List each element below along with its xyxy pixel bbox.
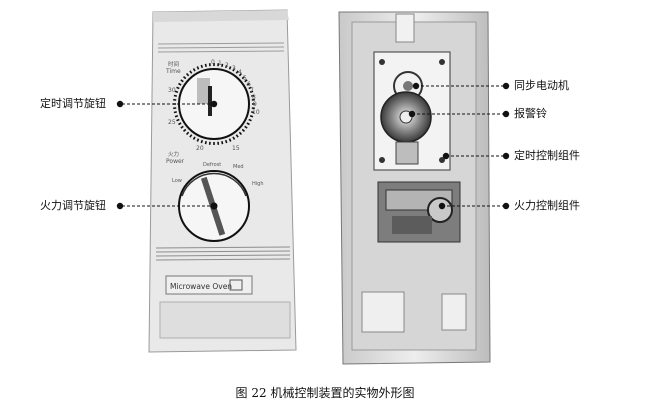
label-sync-motor: 同步电动机	[514, 79, 569, 92]
power-mark-high: High	[252, 181, 264, 187]
leader-dots	[116, 82, 510, 210]
dial-number-9: 9	[253, 101, 257, 108]
label-alarm-bell: 报警铃	[514, 107, 547, 120]
internal-mechanism	[338, 11, 491, 365]
label-timer-assembly: 定时控制组件	[514, 149, 580, 162]
dial-number-20: 20	[196, 145, 204, 152]
brand-plate	[165, 275, 253, 295]
power-mark-low: Low	[172, 178, 182, 184]
figure-caption: 图 22 机械控制装置的实物外形图	[235, 386, 415, 400]
label-power-knob: 火力调节旋钮	[40, 199, 106, 212]
dial-number-7: 7	[250, 87, 254, 94]
label-timer-knob: 定时调节旋钮	[40, 97, 106, 110]
dial-number-2: 2	[225, 62, 229, 69]
dial-number-0: 0	[211, 59, 215, 66]
time-label: Time	[165, 68, 181, 75]
timer-dial	[173, 63, 255, 145]
lower-panel	[159, 301, 291, 339]
dial-number-5: 5	[243, 75, 247, 82]
front-control-panel	[148, 9, 297, 353]
dial-number-6: 6	[247, 81, 251, 88]
dial-number-15: 15	[232, 145, 240, 152]
top-vent-lines	[157, 42, 285, 53]
power-mark-med: Med	[233, 164, 244, 170]
leader-lines	[122, 85, 504, 207]
time-label-cn: 时间	[168, 60, 179, 68]
bottom-vent-lines	[155, 246, 291, 261]
dial-number-8: 8	[252, 94, 256, 101]
dial-number-10: 10	[252, 109, 260, 116]
power-mark-defrost: Defrost	[203, 162, 221, 168]
power-label: Power	[166, 158, 185, 165]
dial-number-3: 3	[232, 65, 236, 72]
dial-number-30: 30	[168, 87, 176, 94]
brand-plate-text: Microwave Oven	[170, 282, 232, 291]
dial-number-4: 4	[238, 69, 242, 76]
label-power-assembly: 火力控制组件	[514, 199, 580, 212]
dial-number-25: 25	[168, 119, 176, 126]
dial-number-1: 1	[218, 60, 222, 67]
power-label-cn: 火力	[168, 150, 179, 158]
